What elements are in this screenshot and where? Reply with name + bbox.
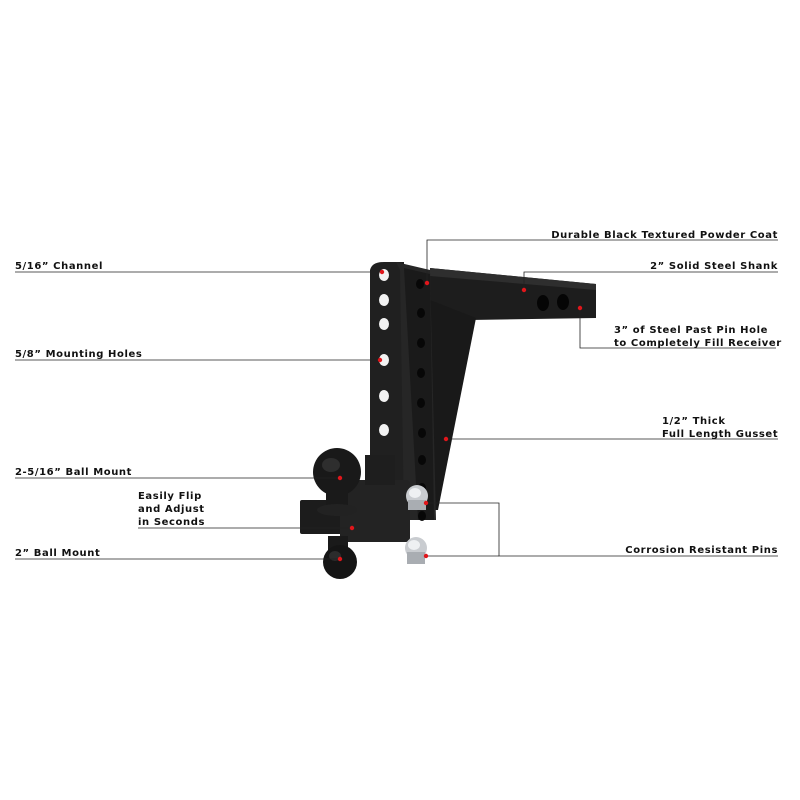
callout-ball-mount-small-text: 2” Ball Mount [15,548,101,559]
callout-ball-mount-large: 2-5/16” Ball Mount [15,466,132,479]
shank-pin-hole [557,294,569,310]
callout-ball-mount-large-text: 2-5/16” Ball Mount [15,467,133,478]
callout-shank-text: 2” Solid Steel Shank [650,261,778,272]
upper-pin [406,485,428,510]
large-hitch-ball [313,448,361,496]
leader-lines [15,239,778,560]
callout-pin-hole-line2: to Completely Fill Receiver [614,338,782,349]
callout-pins: Corrosion Resistant Pins [625,544,778,557]
callout-shank: 2” Solid Steel Shank [650,260,778,273]
callout-gusset: 1/2” Thick Full Length Gusset [662,415,778,441]
mounting-holes [379,269,389,436]
callout-flip-adjust: Easily Flip and Adjust in Seconds [138,490,205,529]
small-hitch-ball [323,545,357,579]
callout-channel-text: 5/16” Channel [15,261,104,272]
callout-flip-line3: in Seconds [138,517,206,528]
shank-pin-hole [537,295,549,311]
callout-flip-line2: and Adjust [138,504,205,515]
callout-mounting-holes-text: 5/8” Mounting Holes [15,349,143,360]
callout-pin-hole-line1: 3” of Steel Past Pin Hole [614,325,768,336]
callout-flip-line1: Easily Flip [138,491,202,502]
callout-gusset-line1: 1/2” Thick [662,416,726,427]
callout-pin-hole: 3” of Steel Past Pin Hole to Completely … [614,324,782,350]
callout-pins-text: Corrosion Resistant Pins [625,545,778,556]
callout-dots [337,269,583,562]
callout-powder-coat: Durable Black Textured Powder Coat [551,229,778,242]
hitch-product-image [300,262,596,579]
lower-pin [405,537,427,564]
callout-powder-coat-text: Durable Black Textured Powder Coat [551,230,778,241]
callout-channel: 5/16” Channel [15,260,103,273]
callout-ball-mount-small: 2” Ball Mount [15,547,100,560]
gusset [430,300,476,510]
callout-gusset-line2: Full Length Gusset [662,429,779,440]
callout-mounting-holes: 5/8” Mounting Holes [15,348,142,361]
